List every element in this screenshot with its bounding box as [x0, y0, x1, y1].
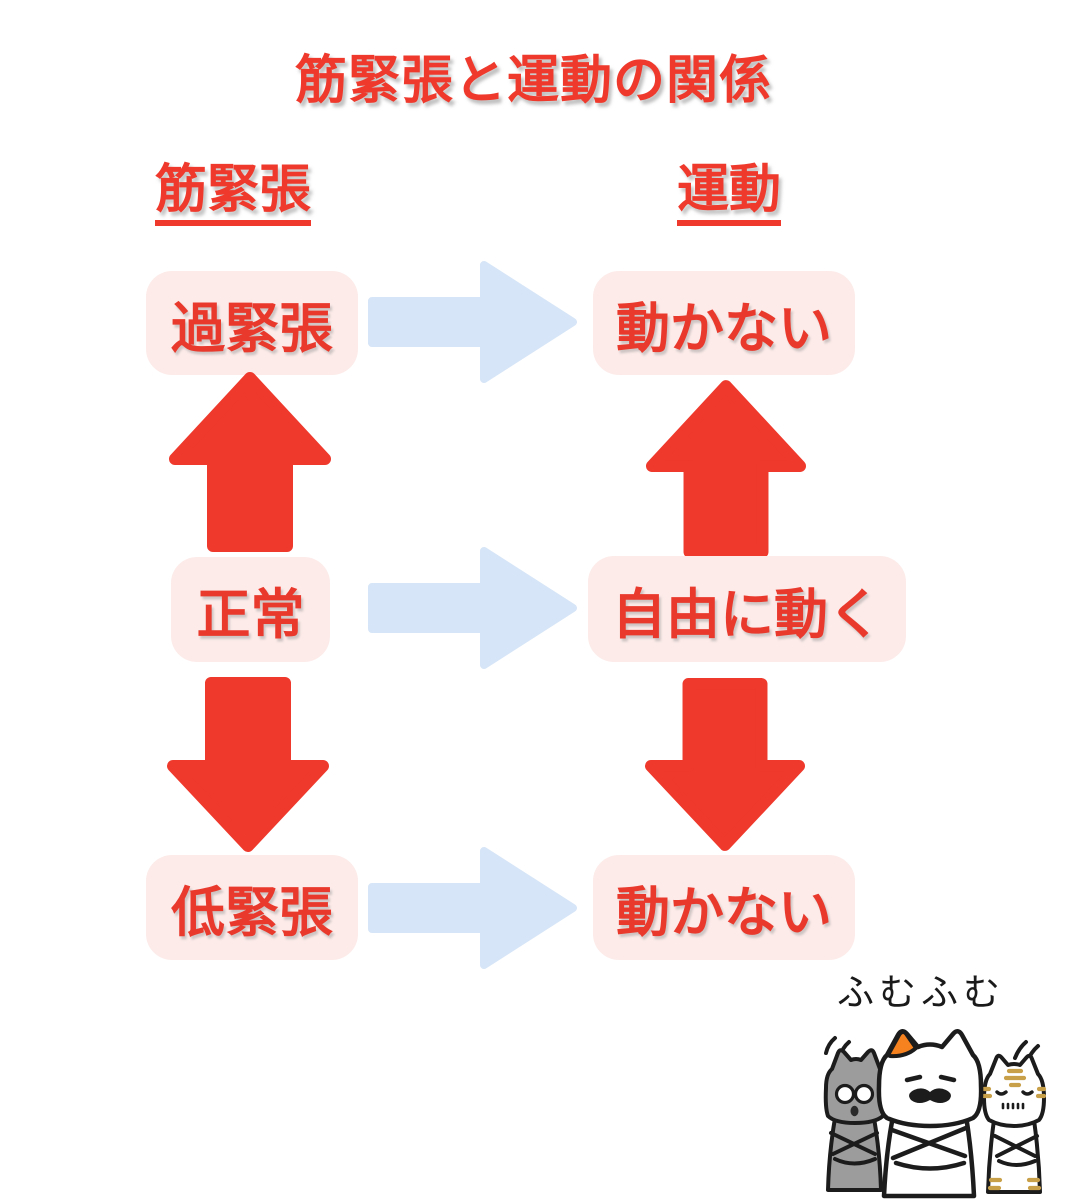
tension-box-hypotonia-label: 低緊張 — [171, 883, 333, 943]
three-cats-illustration — [823, 1029, 1047, 1199]
tension-box-hypotonia: 低緊張 — [146, 855, 358, 960]
movement-box-no-move-top-label: 動かない — [616, 298, 832, 359]
down-arrow-icon — [644, 678, 806, 851]
white-cat — [876, 1029, 984, 1199]
glasses-icon — [834, 1083, 875, 1105]
tabby-cat — [981, 1053, 1047, 1194]
movement-box-free: 自由に動く — [588, 556, 906, 662]
right-arrow-icon — [368, 261, 577, 383]
down-arrow-icon — [167, 677, 329, 852]
tension-box-hypertonia: 過緊張 — [146, 271, 358, 375]
right-arrow-icon — [368, 847, 577, 969]
movement-box-free-label: 自由に動く — [612, 584, 882, 645]
tension-box-hypertonia-label: 過緊張 — [171, 298, 333, 359]
tension-box-normal: 正常 — [171, 557, 330, 662]
column-header-tension: 筋緊張 — [155, 163, 312, 226]
movement-box-no-move-top: 動かない — [593, 271, 855, 375]
tension-box-normal-label: 正常 — [196, 585, 305, 645]
column-header-movement: 運動 — [677, 163, 782, 226]
movement-box-no-move-bottom: 動かない — [593, 855, 855, 960]
movement-box-no-move-bottom-label: 動かない — [616, 883, 832, 943]
right-arrow-icon — [368, 547, 577, 669]
mascot-caption: ふむふむ — [837, 972, 1005, 1013]
page-title: 筋緊張と運動の関係 — [294, 52, 772, 110]
orange-ear-patch — [886, 1030, 918, 1059]
up-arrow-icon — [645, 380, 807, 558]
up-arrow-icon — [169, 372, 331, 552]
gray-cat — [823, 1048, 888, 1192]
mustache-icon — [909, 1088, 951, 1103]
